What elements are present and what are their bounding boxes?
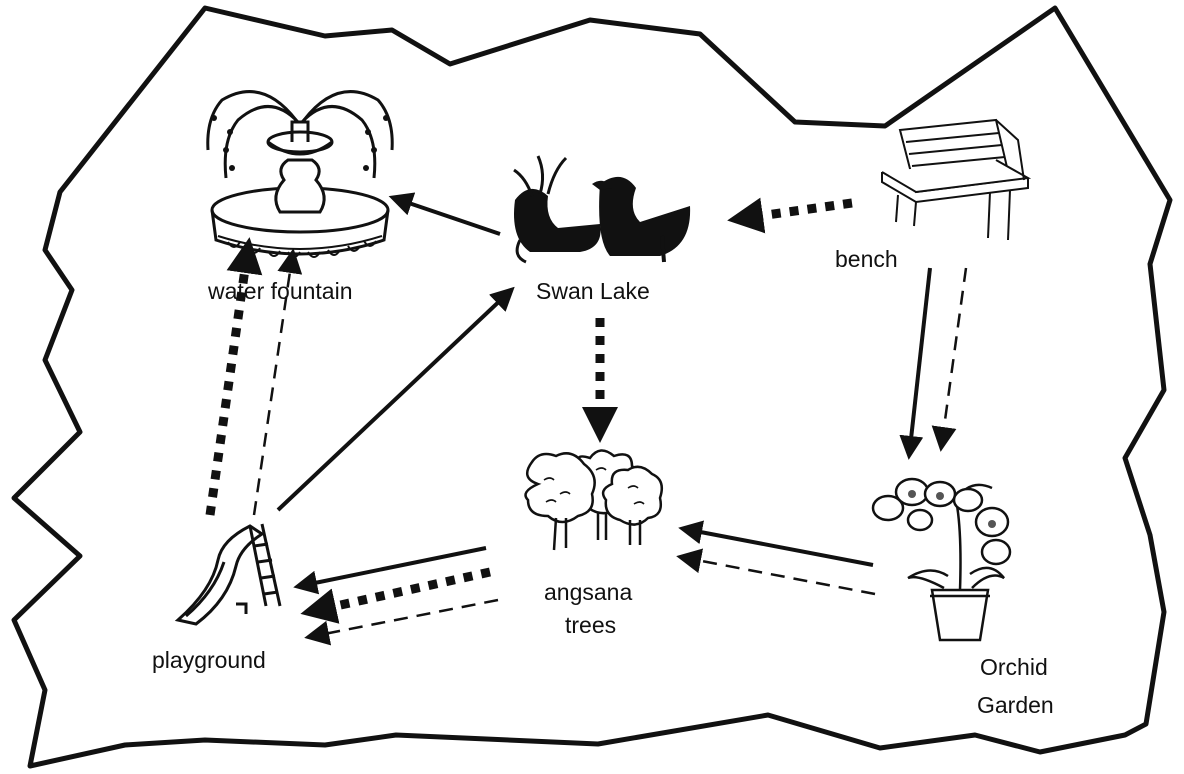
label-angsana-line2: trees	[565, 612, 616, 638]
route-dotted-trees-to-playground	[300, 567, 491, 624]
trees-icon	[524, 449, 663, 551]
route-dotted-bench-to-swan	[727, 197, 853, 234]
route-solid-swan-to-fountain	[388, 192, 501, 236]
orchid-icon	[871, 477, 1012, 642]
label-angsana-line1: angsana	[544, 579, 632, 605]
label-orchid-line2: Garden	[977, 692, 1054, 718]
label-orchid-line1: Orchid	[980, 654, 1048, 680]
swan-icon	[513, 155, 691, 264]
route-solid-trees-to-playground	[293, 546, 487, 595]
fountain-icon	[206, 90, 394, 258]
route-solid-orchid-to-trees	[678, 520, 874, 567]
label-swan-lake: Swan Lake	[536, 278, 650, 304]
route-dashed-orchid-to-trees	[676, 548, 876, 596]
bench-icon	[881, 118, 1032, 241]
label-water-fountain: water fountain	[207, 278, 352, 304]
label-playground: playground	[152, 647, 266, 673]
route-dashed-bench-to-orchid	[931, 267, 968, 452]
route-solid-playground-to-swan	[276, 286, 515, 512]
route-dotted-playground-to-fountain	[205, 237, 263, 516]
slide-icon	[174, 523, 282, 626]
route-dashed-trees-to-playground	[304, 598, 499, 646]
route-solid-bench-to-orchid	[899, 267, 932, 460]
label-bench: bench	[835, 246, 898, 272]
route-dashed-playground-to-fountain	[252, 248, 303, 516]
